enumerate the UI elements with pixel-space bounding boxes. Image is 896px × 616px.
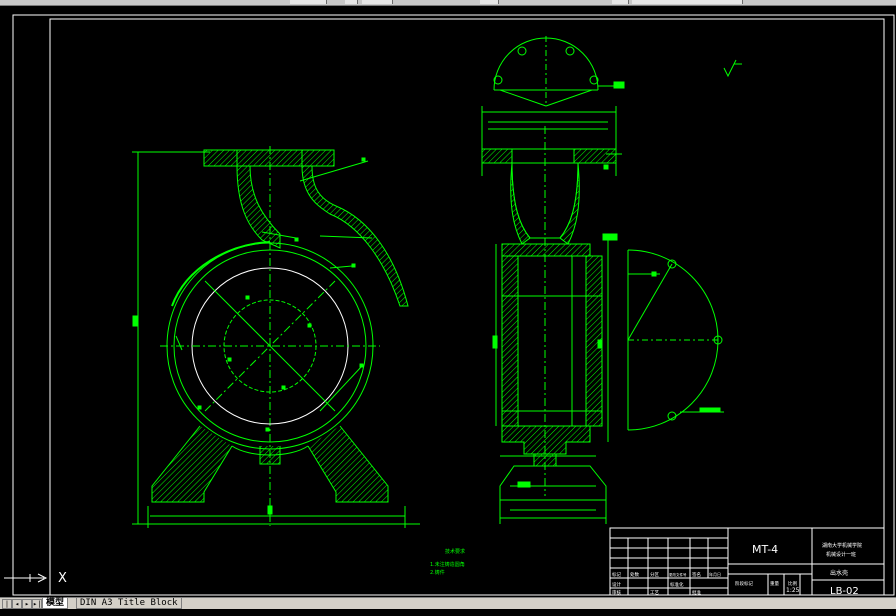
tab-model[interactable]: 模型 — [42, 598, 69, 609]
layer-dropdown[interactable] — [632, 0, 743, 4]
row-label-date: 年月日 — [709, 571, 721, 577]
drawing-canvas[interactable]: 技术要求 1.未注铸造圆角 2.铸件 MT-4 湖南大学机械学院 机械设计一班 … — [0, 6, 896, 597]
row2-label-standard: 标准化 — [670, 581, 684, 588]
row-label-mark: 标记 — [612, 571, 621, 578]
row-label-sign: 签名 — [692, 571, 701, 578]
part-name: 出水壳 — [830, 569, 848, 577]
row2-label-scale: 比例 — [788, 580, 797, 587]
notes-heading: 技术要求 — [445, 548, 465, 555]
class-name: 机械设计一班 — [826, 551, 856, 558]
row3-label-review: 审核 — [612, 589, 621, 596]
tab-din-a3-title-block[interactable]: DIN A3 Title Block — [76, 598, 182, 609]
front-view[interactable] — [132, 146, 420, 528]
title-block[interactable] — [609, 527, 885, 596]
row-label-zone: 分区 — [650, 571, 659, 578]
row2-label-weight: 重量 — [770, 580, 779, 587]
title-block-text: MT-4 湖南大学机械学院 机械设计一班 出水壳 1:25 LB-02 标记 处… — [612, 542, 862, 597]
technical-notes: 技术要求 1.未注铸造圆角 2.铸件 — [430, 548, 465, 576]
layout-tab-bar: |◂ ◂ ▸ ▸| 模型 DIN A3 Title Block — [0, 597, 896, 616]
row2-label-stage: 阶段标记 — [735, 580, 753, 587]
toolbar-button[interactable] — [612, 0, 629, 4]
notes-line-2: 2.铸件 — [430, 569, 445, 576]
row3-label-process: 工艺 — [650, 590, 659, 596]
roughness-symbol — [723, 59, 742, 78]
ucs-x-label: X — [58, 571, 67, 586]
scale-value: 1:25 — [786, 587, 800, 594]
toolbar-button[interactable] — [345, 0, 358, 4]
notes-line-1: 1.未注铸造圆角 — [430, 561, 465, 568]
part-code: LB-02 — [830, 586, 859, 597]
ucs-icon — [4, 573, 48, 583]
drawing-number: MT-4 — [752, 543, 778, 556]
row2-label-design: 设计 — [612, 581, 621, 588]
row3-label-approve: 批准 — [692, 589, 701, 596]
row-label-count: 处数 — [630, 571, 639, 578]
row-label-change: 更改文件号 — [669, 572, 687, 577]
sheet-inner-border — [49, 18, 885, 596]
school-name: 湖南大学机械学院 — [822, 542, 862, 549]
toolbar-button[interactable] — [290, 0, 327, 4]
toolbar-strip — [0, 0, 896, 6]
side-view[interactable] — [481, 36, 724, 524]
toolbar-button[interactable] — [362, 0, 393, 4]
sheet-outer-border — [12, 14, 895, 596]
toolbar-button[interactable] — [480, 0, 499, 4]
